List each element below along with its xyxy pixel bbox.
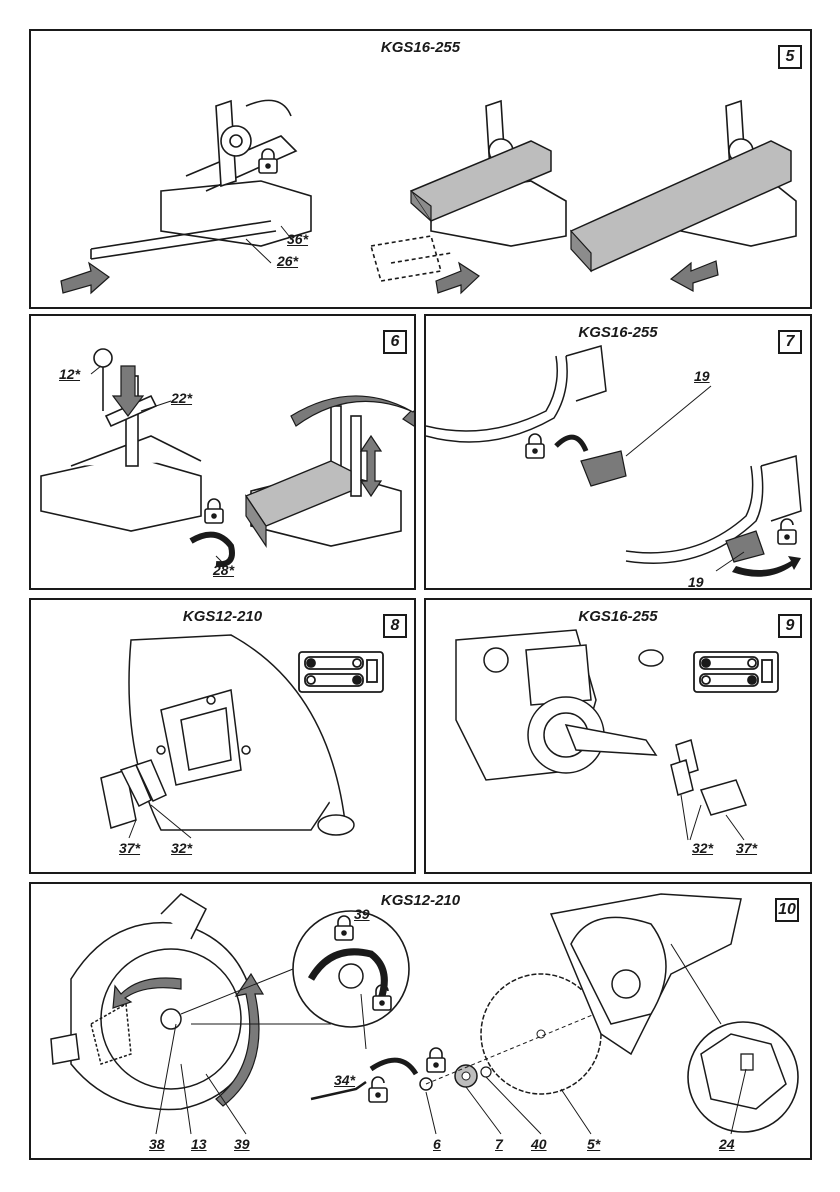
panel-8-illustration [31,600,416,874]
figure-panel-5: KGS16-255 5 [29,29,812,309]
panel-5-illustration [31,31,812,309]
page-footer [0,1180,840,1192]
callout-label: 37* [119,840,140,856]
callout-label: 32* [171,840,192,856]
callout-label: 6 [433,1136,441,1152]
panel-6-illustration [31,316,416,590]
panel-10-illustration [31,884,812,1160]
padlock-closed-icon [259,149,277,173]
battery-icon [299,652,383,692]
callout-label: 34* [334,1072,355,1088]
direction-arrow-icon [436,263,479,293]
callout-label: 19 [694,368,710,384]
callout-label: 13 [191,1136,207,1152]
padlock-closed-icon [205,499,223,523]
callout-label: 22* [171,390,192,406]
direction-arrow-icon [61,263,109,293]
battery-icon [694,652,778,692]
callout-label: 36* [287,231,308,247]
callout-label: 5* [587,1136,600,1152]
padlock-open-icon [778,519,796,544]
callout-label: 38 [149,1136,165,1152]
callout-label: 19 [688,574,704,590]
figure-panel-9: KGS16-255 9 32* 37* [424,598,812,874]
padlock-closed-icon [427,1048,445,1072]
panel-7-illustration [426,316,812,590]
callout-label: 28* [213,562,234,578]
direction-arrow-icon [671,261,718,291]
padlock-open-icon [369,1077,387,1102]
callout-label: 12* [59,366,80,382]
figure-panel-10: KGS12-210 10 [29,882,812,1160]
callout-label: 39 [234,1136,250,1152]
callout-label: 26* [277,253,298,269]
padlock-closed-icon [526,434,544,458]
figure-panel-6: 6 12* 22* 28* [29,314,416,590]
callout-label: 24 [719,1136,735,1152]
callout-label: 39 [354,906,370,922]
callout-label: 37* [736,840,757,856]
figure-panel-8: KGS12-210 8 37* 32* [29,598,416,874]
callout-label: 32* [692,840,713,856]
callout-label: 40 [531,1136,547,1152]
callout-label: 7 [495,1136,503,1152]
panel-9-illustration [426,600,812,874]
figure-panel-7: KGS16-255 7 19 19 [424,314,812,590]
